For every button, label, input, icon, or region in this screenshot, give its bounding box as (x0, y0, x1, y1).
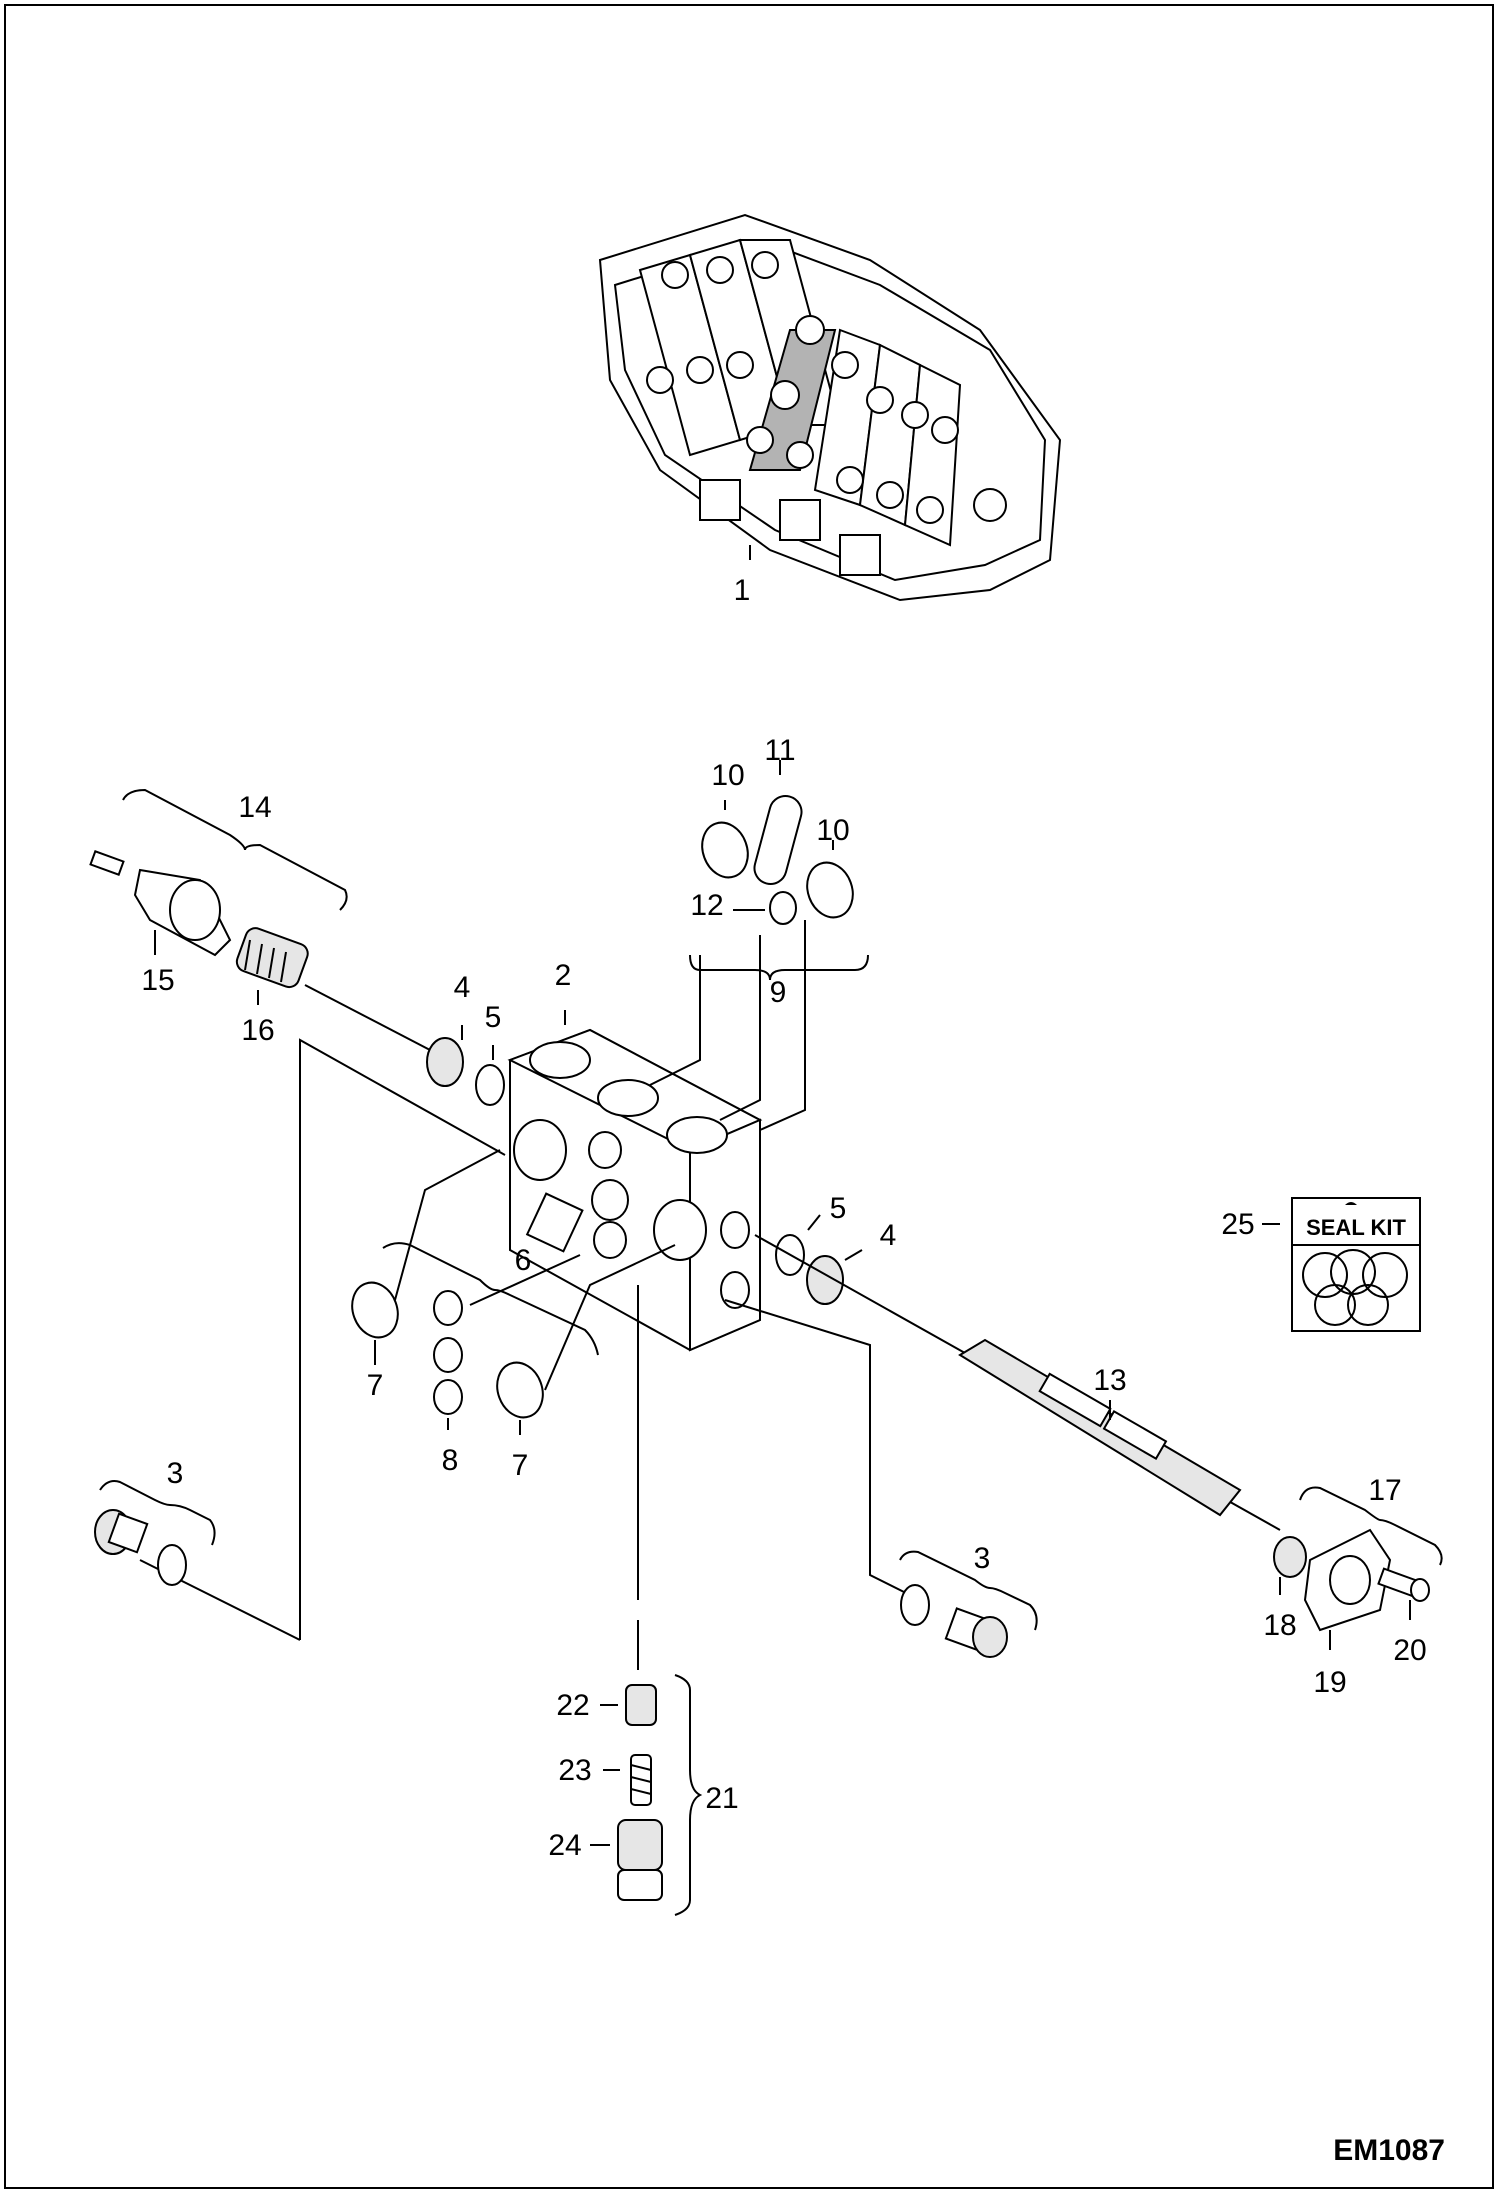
callout-3b: 3 (974, 1542, 991, 1575)
spring-23 (630, 1754, 652, 1806)
washer-18 (1273, 1536, 1307, 1578)
end-cap-19 (1303, 1528, 1392, 1632)
callout-5b: 5 (830, 1192, 847, 1225)
page-border (4, 4, 1494, 2189)
callout-11: 11 (764, 734, 795, 767)
callout-4b: 4 (880, 1219, 897, 1252)
seal-kit-25: SEAL KIT (1291, 1197, 1421, 1332)
callout-10b: 10 (816, 814, 849, 847)
callout-22: 22 (556, 1689, 589, 1722)
oring-10-right (806, 861, 854, 919)
callout-4a: 4 (454, 971, 471, 1004)
callout-25: 25 (1221, 1208, 1254, 1241)
callout-17: 17 (1368, 1474, 1401, 1507)
document-id: EM1087 (1333, 2134, 1445, 2167)
callout-8: 8 (442, 1444, 459, 1477)
callout-14: 14 (238, 791, 271, 824)
callout-24: 24 (548, 1829, 581, 1862)
valve-section-body-2 (507, 1028, 763, 1352)
callout-2: 2 (555, 959, 572, 992)
callout-7b: 7 (512, 1449, 529, 1482)
callout-12: 12 (690, 889, 723, 922)
callout-19: 19 (1313, 1666, 1346, 1699)
oring-7-right (496, 1361, 544, 1419)
spool-13 (958, 1338, 1242, 1517)
callout-10a: 10 (711, 759, 744, 792)
callout-6: 6 (515, 1244, 532, 1277)
oring-10-left (701, 821, 749, 879)
seal-11 (753, 794, 803, 886)
callout-15: 15 (141, 964, 174, 997)
valve-assembly-illustration (598, 213, 1062, 602)
washer-4-right (806, 1255, 844, 1305)
bolt-20 (1377, 1567, 1430, 1602)
oring-12 (769, 891, 797, 925)
plug-3-right (900, 1584, 1008, 1658)
callout-13: 13 (1093, 1364, 1126, 1397)
oring-8-a (433, 1290, 463, 1326)
oring-8-c (433, 1379, 463, 1415)
callout-9: 9 (770, 976, 787, 1009)
callout-5a: 5 (485, 1001, 502, 1034)
spring-16 (235, 927, 309, 989)
callout-1: 1 (734, 574, 751, 607)
callout-16: 16 (241, 1014, 274, 1047)
callout-20: 20 (1393, 1634, 1426, 1667)
relief-body-24 (617, 1819, 663, 1901)
callout-7a: 7 (367, 1369, 384, 1402)
callout-21: 21 (705, 1782, 738, 1815)
washer-4-left (426, 1037, 464, 1087)
seal-kit-label: SEAL KIT (1306, 1215, 1406, 1240)
oring-7-left (351, 1281, 399, 1339)
callout-18: 18 (1263, 1609, 1296, 1642)
poppet-22 (625, 1684, 657, 1726)
callout-23: 23 (558, 1754, 591, 1787)
oring-8-b (433, 1337, 463, 1373)
end-cap-15 (89, 850, 232, 957)
plug-3-left (94, 1509, 187, 1586)
oring-5-left (475, 1064, 505, 1106)
callout-3a: 3 (167, 1457, 184, 1490)
